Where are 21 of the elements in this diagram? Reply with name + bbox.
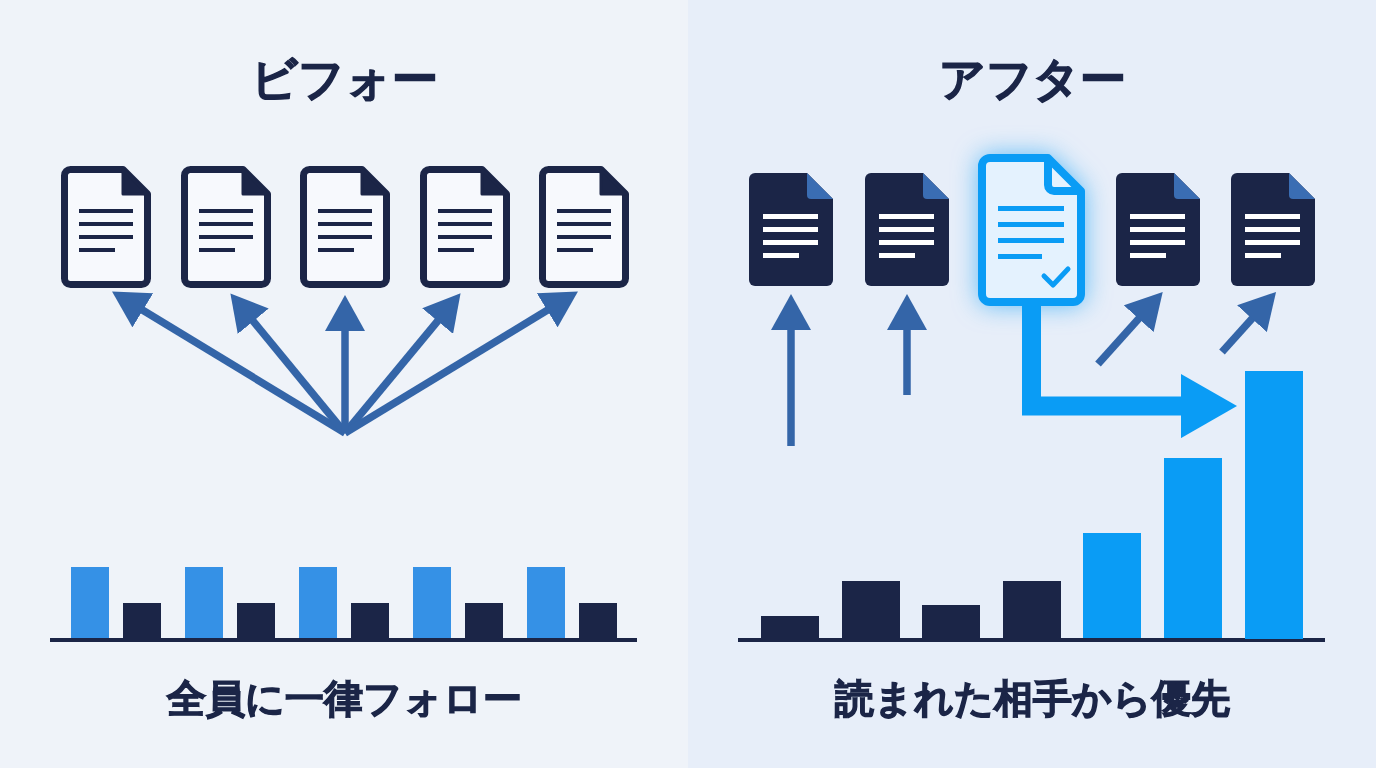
arrow bbox=[1022, 306, 1237, 439]
panel-caption: 読まれた相手から優先 bbox=[834, 675, 1230, 723]
arrow bbox=[1219, 291, 1277, 355]
document-icon bbox=[539, 166, 629, 288]
document-icon bbox=[61, 166, 151, 288]
document-icon bbox=[1231, 173, 1315, 286]
document-icon bbox=[749, 173, 833, 286]
arrow bbox=[343, 291, 578, 437]
arrow bbox=[112, 291, 347, 437]
panel bbox=[688, 0, 1376, 768]
document-check-icon bbox=[978, 154, 1085, 306]
panel-heading: ビフォー bbox=[250, 51, 438, 108]
document-icon bbox=[865, 173, 949, 286]
document-icon bbox=[1116, 173, 1200, 286]
arrow bbox=[1095, 291, 1163, 367]
chart-bar bbox=[1245, 371, 1303, 639]
panel-heading: アフター bbox=[938, 51, 1126, 108]
panel-caption: 全員に一律フォロー bbox=[166, 675, 522, 723]
document-icon bbox=[300, 166, 390, 288]
document-icon bbox=[181, 166, 271, 288]
document-icon bbox=[420, 166, 510, 288]
